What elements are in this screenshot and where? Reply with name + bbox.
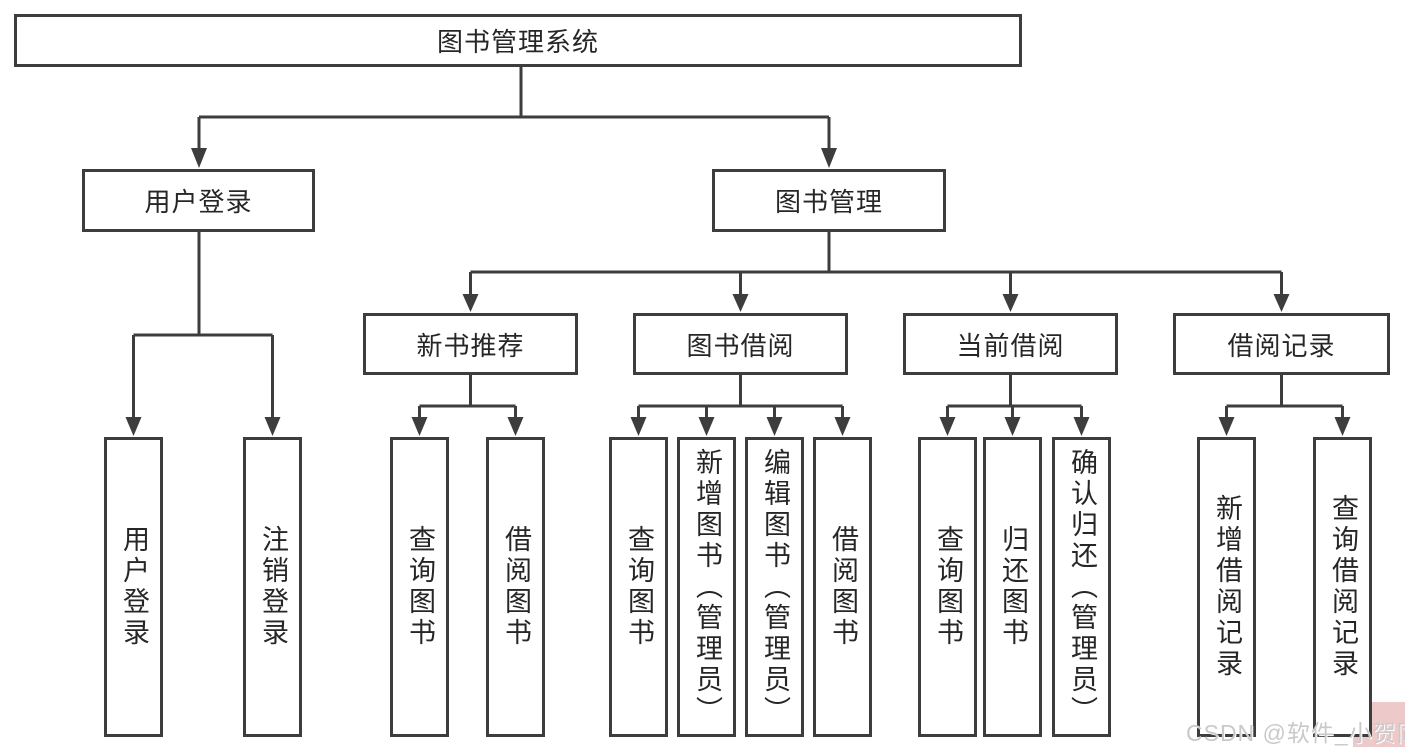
node-book-management: 图书管理	[712, 169, 946, 232]
leaf-borrow-books: 借阅图书	[813, 437, 872, 737]
leaf-logout: 注销登录	[243, 437, 302, 737]
leaf-add-books-admin: 新增图书（管理员）	[677, 437, 736, 737]
leaf-query-books-borrow: 查询图书	[609, 437, 668, 737]
node-book-borrow: 图书借阅	[633, 313, 848, 375]
leaf-edit-books-admin: 编辑图书（管理员）	[745, 437, 804, 737]
leaf-return-books: 归还图书	[983, 437, 1042, 737]
leaf-user-login: 用户登录	[104, 437, 163, 737]
leaf-confirm-return-admin: 确认归还（管理员）	[1052, 437, 1111, 737]
leaf-query-books-current: 查询图书	[918, 437, 977, 737]
leaf-add-borrow-record: 新增借阅记录	[1197, 437, 1256, 737]
node-current-borrow: 当前借阅	[903, 313, 1118, 375]
leaf-query-borrow-record: 查询借阅记录	[1313, 437, 1372, 737]
node-borrow-records: 借阅记录	[1173, 313, 1390, 375]
node-user-login: 用户登录	[82, 169, 315, 232]
csdn-watermark: CSDN @软件_小贺同学	[1186, 720, 1405, 746]
node-new-book-recommend: 新书推荐	[363, 313, 578, 375]
leaf-query-books-recommend: 查询图书	[390, 437, 449, 737]
leaf-borrow-books-recommend: 借阅图书	[486, 437, 545, 737]
node-root: 图书管理系统	[14, 14, 1022, 67]
